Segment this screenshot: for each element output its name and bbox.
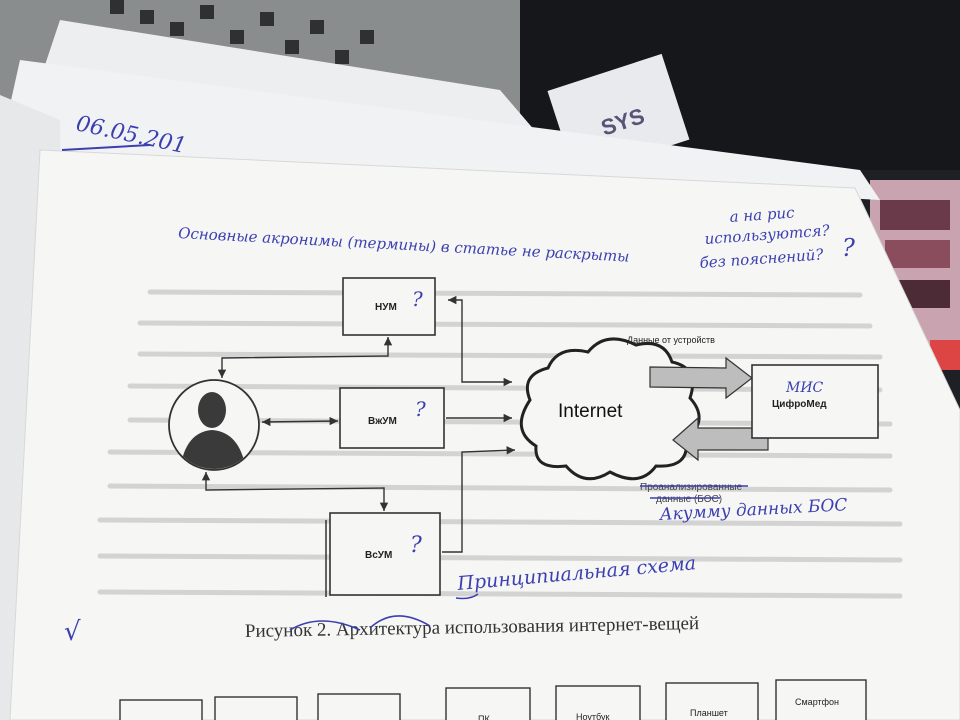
date-underline: [61, 144, 151, 151]
note-question-mark: ?: [842, 234, 855, 262]
mis-label: ЦифроМед: [772, 398, 827, 410]
label-analyzed-2: данные (БОС): [656, 494, 722, 505]
label-device-data: Данные от устройств: [627, 335, 715, 345]
box-vzhum-question: ?: [415, 397, 426, 421]
bottom-device-boxes: ПК Ноутбук Планшет Смартфон: [119, 679, 867, 720]
internet-label: Internet: [558, 401, 623, 422]
box-vsum: ВсУМ ?: [329, 512, 441, 596]
arrow-from-mis: [672, 416, 769, 462]
user-avatar-icon: [168, 379, 260, 471]
box-mis: МИС ЦифроМед: [751, 364, 879, 439]
box-num-question: ?: [412, 287, 423, 311]
box-num: НУМ ?: [342, 277, 436, 336]
box-vzhum-label: ВжУМ: [368, 416, 397, 427]
box-vzhum: ВжУМ ?: [339, 387, 445, 449]
label-analyzed-1: Проанализированные: [640, 482, 743, 493]
back-sheet-2: [0, 60, 880, 200]
caption-scribble: [289, 615, 431, 631]
device-pc: ПК: [478, 714, 490, 720]
device-smartphone: Смартфон: [795, 697, 839, 707]
device-laptop: Ноутбук: [576, 712, 609, 720]
mis-handwritten: МИС: [785, 380, 824, 396]
monitor-pixels: [110, 0, 374, 64]
device-tablet: Планшет: [690, 708, 728, 718]
box-num-label: НУМ: [375, 302, 397, 313]
connectors: [201, 295, 516, 553]
check-mark: √: [64, 617, 81, 647]
note-line-2: а на рис: [729, 203, 796, 226]
box-vsum-question: ?: [410, 533, 422, 558]
box-vsum-label: ВсУМ: [365, 550, 392, 561]
arrow-to-mis: [649, 356, 753, 400]
